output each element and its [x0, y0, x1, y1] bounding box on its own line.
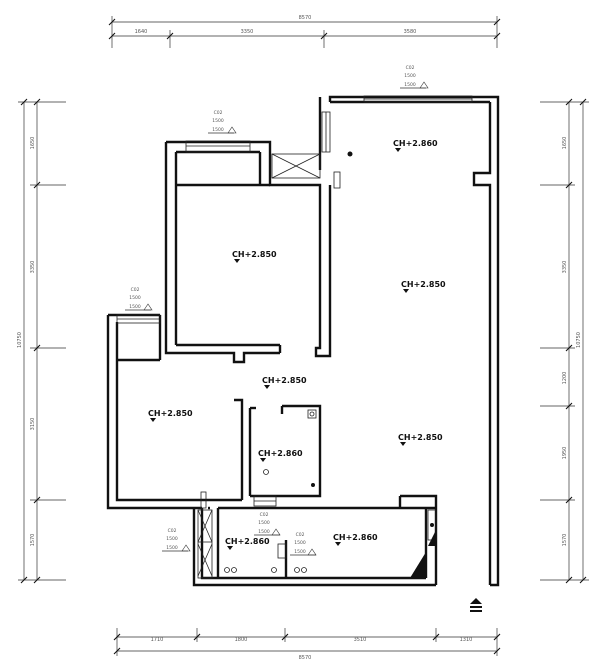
- svg-text:1500: 1500: [212, 127, 224, 133]
- room-label-top-right: CH+2.860: [393, 139, 438, 148]
- bottom-dim-4: 1310: [460, 637, 473, 643]
- room-label-bottom-left: CH+2.860: [225, 537, 270, 546]
- right-dimension-chain: 1650 3350 1200 1950 1570 10750: [540, 98, 589, 584]
- room-labels: CH+2.860 CH+2.850 CH+2.850 CH+2.850 CH+2…: [148, 139, 446, 550]
- walls: [106, 95, 500, 587]
- svg-text:1500: 1500: [212, 118, 224, 124]
- right-dim-2: 3350: [562, 261, 568, 274]
- svg-text:1500: 1500: [258, 520, 270, 526]
- room-label-bedroom-left: CH+2.850: [148, 409, 193, 418]
- svg-text:C02: C02: [296, 532, 305, 538]
- left-total-dim: 10750: [17, 332, 23, 348]
- svg-text:C02: C02: [406, 65, 415, 71]
- left-dim-1: 1650: [30, 137, 36, 150]
- left-dim-4: 1570: [30, 534, 36, 547]
- bottom-dimension-chain: 1710 1800 3510 1310 8570: [113, 628, 501, 661]
- svg-text:1500: 1500: [404, 73, 416, 79]
- appliance-box-icon: [271, 153, 321, 179]
- window-tag-bedroom: C02 1500 1500: [208, 110, 237, 134]
- room-label-living: CH+2.850: [401, 280, 446, 289]
- svg-text:C02: C02: [168, 528, 177, 534]
- left-dimension-chain: 10750 1650 3350 3150 1570: [17, 98, 66, 584]
- svg-text:1500: 1500: [129, 295, 141, 301]
- window-tag-top: C02 1500 1500: [400, 65, 429, 89]
- svg-text:1500: 1500: [258, 529, 270, 535]
- left-dim-2: 3350: [30, 261, 36, 274]
- entrance-arrow-icon: [470, 598, 482, 612]
- top-dim-3: 3580: [404, 29, 417, 35]
- window-tag-kitchen: C02 1500 1500: [290, 532, 317, 556]
- room-label-hall: CH+2.850: [262, 376, 307, 385]
- svg-text:C02: C02: [214, 110, 223, 116]
- window-tag-bottom: C02 1500 1500: [162, 528, 191, 552]
- svg-text:C02: C02: [260, 512, 269, 518]
- top-dim-1: 1640: [135, 29, 148, 35]
- svg-text:1500: 1500: [404, 82, 416, 88]
- svg-text:C02: C02: [131, 287, 140, 293]
- svg-text:1500: 1500: [294, 549, 306, 555]
- right-total-dim: 10750: [576, 332, 582, 348]
- room-label-bath: CH+2.860: [258, 449, 303, 458]
- room-label-bottom-right: CH+2.860: [333, 533, 378, 542]
- right-dim-4: 1950: [562, 447, 568, 460]
- bottom-total-dim: 8570: [299, 655, 312, 661]
- top-total-dim: 8570: [299, 15, 312, 21]
- window-tag-left: C02 1500 1500: [125, 287, 153, 311]
- svg-text:1500: 1500: [129, 304, 141, 310]
- top-dim-2: 3350: [241, 29, 254, 35]
- bottom-dim-2: 1800: [235, 637, 248, 643]
- room-label-dining: CH+2.850: [398, 433, 443, 442]
- bottom-dim-3: 3510: [354, 637, 367, 643]
- right-dim-1: 1650: [562, 137, 568, 150]
- top-dimension-chain: 8570 1640 3350 3580: [108, 15, 501, 48]
- bottom-dim-1: 1710: [151, 637, 164, 643]
- right-dim-5: 1570: [562, 534, 568, 547]
- svg-text:1500: 1500: [166, 545, 178, 551]
- svg-text:1500: 1500: [166, 536, 178, 542]
- fixtures: [116, 95, 473, 579]
- right-dim-3: 1200: [562, 372, 568, 385]
- svg-text:1500: 1500: [294, 540, 306, 546]
- drain-icon: [347, 151, 353, 157]
- left-dim-3: 3150: [30, 418, 36, 431]
- window-tag-bath: C02 1500 1500: [254, 512, 281, 536]
- room-label-bedroom-top: CH+2.850: [232, 250, 277, 259]
